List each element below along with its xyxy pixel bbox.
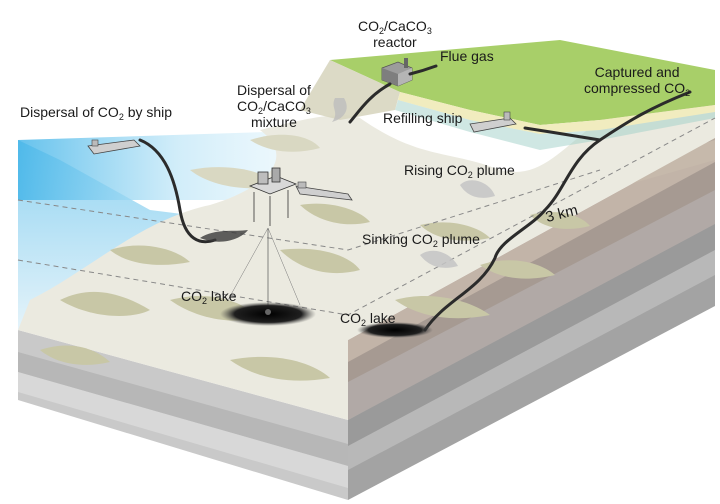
depth-lines — [17, 117, 716, 316]
sinking-plume-label: Sinking CO2 plume — [362, 231, 480, 249]
ship-icon — [87, 111, 517, 201]
rising-plume-label: Rising CO2 plume — [404, 162, 515, 180]
captured-co2-label: Captured and compressed CO2 — [584, 64, 691, 98]
co2-lake-left-label: CO2 lake — [181, 288, 237, 306]
ship-dispersal-label: Dispersal of CO2 by ship — [20, 104, 173, 122]
flue-gas-label: Flue gas — [440, 48, 494, 64]
mixture-dispersal-label: Dispersal of CO2/CaCO3 mixture — [237, 82, 311, 130]
co2-lake-right-label: CO2 lake — [340, 310, 396, 328]
reactor-icon — [381, 58, 413, 87]
platform-icon — [227, 167, 301, 310]
co2-lakes — [220, 302, 433, 338]
pipeline-icon — [138, 64, 692, 332]
land — [300, 40, 715, 150]
reactor-label: CO2/CaCO3 reactor — [358, 18, 432, 50]
front-strata — [18, 330, 348, 500]
plume-icon — [200, 98, 495, 268]
refilling-ship-label: Refilling ship — [383, 110, 463, 126]
